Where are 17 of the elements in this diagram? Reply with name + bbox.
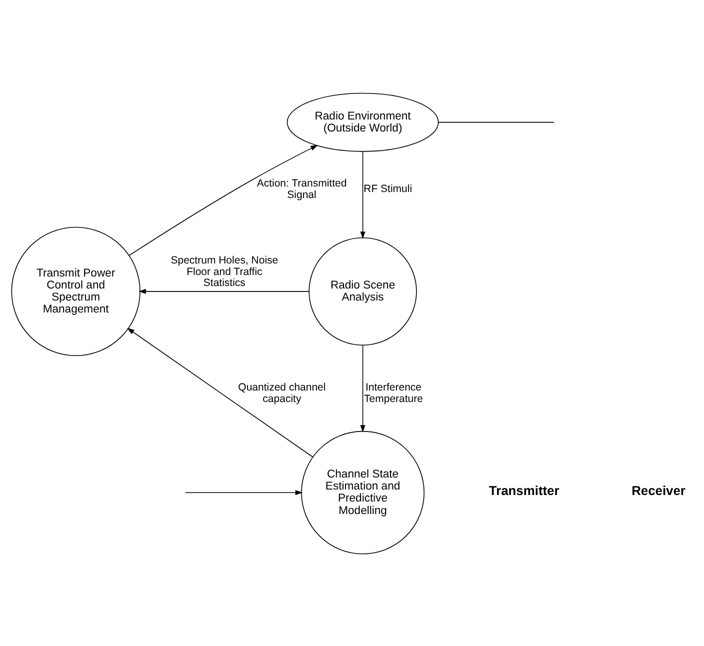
node-circle: Radio Scene Analysis xyxy=(308,236,417,346)
edge-label: RF Stimuli xyxy=(364,182,412,195)
edge-label: Action: Transmitted Signal xyxy=(256,177,347,200)
arrow xyxy=(360,150,366,238)
edge-label: Quantized channel capacity xyxy=(238,381,326,404)
node-circle: Channel State Estimation and Predictive Modelling xyxy=(301,430,424,554)
arrow xyxy=(138,288,310,294)
arrow xyxy=(184,490,303,495)
node-circle: Transmit Power Control and Spectrum Management xyxy=(11,226,140,356)
label: Transmitter xyxy=(488,482,560,498)
connector xyxy=(438,121,554,122)
label: Receiver xyxy=(632,482,686,498)
edge-label: Spectrum Holes, Noise Floor and Traffic Statistics xyxy=(170,254,278,289)
edge-label: Interference Temperature xyxy=(364,381,423,404)
arrow xyxy=(360,344,366,432)
arrow xyxy=(128,144,318,256)
arrow xyxy=(127,327,314,457)
